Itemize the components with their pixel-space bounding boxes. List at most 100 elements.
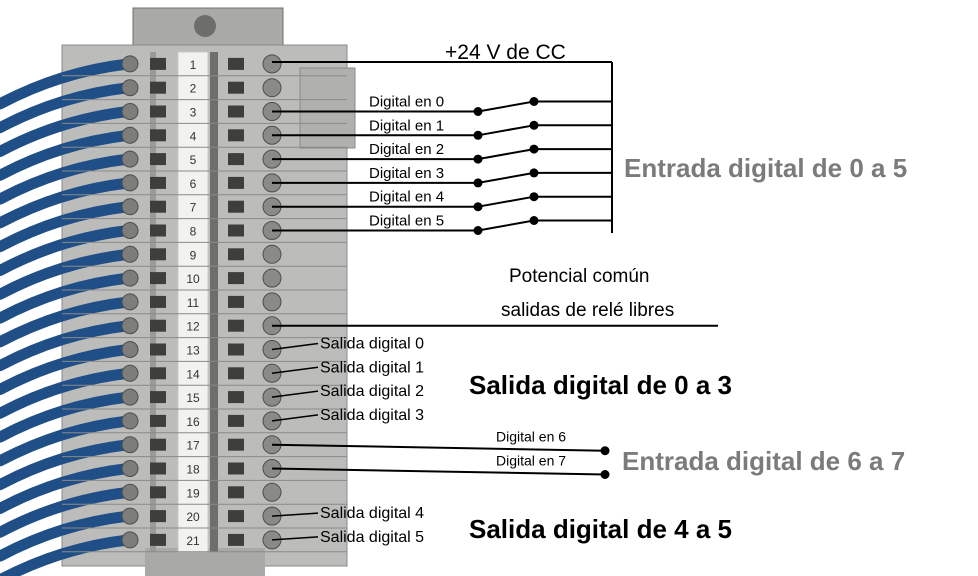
digital-input-label: Digital en 4 (369, 189, 444, 206)
terminal-number: 12 (186, 320, 200, 334)
blue-cable (0, 153, 134, 205)
terminal-number: 16 (186, 415, 200, 429)
terminal-screw-left (121, 55, 139, 73)
digital-input-label: Digital en 5 (369, 213, 444, 230)
terminal-number: 19 (186, 486, 200, 500)
digital-input-label: Digital en 0 (369, 94, 444, 111)
blue-cable (0, 296, 134, 348)
blue-cable (0, 367, 134, 419)
input-contact-dot (600, 470, 610, 479)
terminal-screw-left (121, 126, 139, 144)
terminal-number: 3 (190, 106, 197, 120)
terminal-screw-left (121, 412, 139, 430)
blue-cable (0, 82, 134, 134)
group-label-input-6-7: Entrada digital de 6 a 7 (622, 446, 905, 476)
terminal-screw-left (121, 79, 139, 97)
terminal-screw-left (121, 174, 139, 192)
digital-input-label: Digital en 6 (496, 429, 566, 445)
terminal-screw-left (121, 269, 139, 287)
terminal-screw-left (121, 198, 139, 216)
digital-output-label: Salida digital 4 (320, 505, 424, 522)
supply-label: +24 V de CC (445, 41, 566, 64)
terminal-screw-left (121, 222, 139, 239)
terminal-number: 20 (186, 510, 200, 524)
blue-cable (0, 248, 134, 300)
blue-cable (0, 439, 134, 491)
terminal-screw-right (262, 78, 282, 98)
terminal-screw-left (121, 341, 139, 358)
digital-inputs-0-5: Digital en 0 Digital en 1 Digital en 2 Digi… (272, 94, 612, 235)
terminal-number: 18 (186, 463, 200, 477)
blue-cable (0, 391, 134, 443)
blue-cable (0, 344, 134, 395)
terminal-screw-right (262, 54, 282, 74)
blue-cable (0, 463, 134, 514)
terminal-number: 1 (190, 58, 197, 72)
terminal-screw-left (121, 245, 139, 263)
terminal-screw-left (121, 103, 139, 120)
terminal-number: 11 (187, 296, 200, 310)
terminal-number: 10 (186, 272, 200, 286)
terminal-number: 5 (190, 153, 197, 167)
terminal-screw-left (121, 531, 139, 549)
digital-output-label: Salida digital 3 (320, 407, 424, 424)
blue-cable (0, 106, 134, 157)
digital-input-label: Digital en 2 (369, 141, 444, 158)
blue-cable (0, 415, 134, 467)
terminal-number: 13 (186, 344, 200, 358)
digital-input-label: Digital en 1 (369, 117, 444, 134)
blue-cable (0, 58, 134, 110)
terminal-screw-left (121, 293, 139, 311)
terminal-number: 7 (190, 201, 197, 215)
terminal-number: 14 (186, 367, 200, 381)
blue-cable (0, 320, 134, 372)
terminal-screw-left (121, 507, 139, 525)
terminal-number: 2 (190, 82, 197, 96)
terminal-number: 17 (186, 439, 200, 453)
terminal-number: 21 (186, 534, 200, 548)
terminal-number: 15 (186, 391, 200, 405)
blue-cable (0, 201, 134, 253)
group-label-output-0-3: Salida digital de 0 a 3 (469, 370, 732, 400)
digital-output-label: Salida digital 0 (320, 336, 424, 353)
terminal-screw-left (121, 483, 139, 501)
terminal-screw-left (121, 364, 139, 382)
input-contact-dot (600, 446, 610, 456)
terminal-screw-right (262, 482, 282, 502)
common-label-line2: salidas de relé libres (501, 300, 674, 321)
terminal-screw-left (121, 460, 139, 477)
digital-outputs-0-3: Salida digital 0 Salida digital 1 Salida d… (271, 336, 424, 424)
digital-output-label: Salida digital 2 (320, 383, 424, 400)
common-label-line1: Potencial común (509, 266, 649, 287)
blue-cable (0, 272, 134, 324)
supply-wiring (272, 61, 613, 233)
blue-cable (0, 486, 134, 538)
digital-outputs-4-5: Salida digital 4 Salida digital 5 (271, 505, 424, 546)
terminal-number: 4 (190, 129, 197, 143)
cable-bundle (0, 58, 134, 576)
terminal-screw-left (121, 388, 139, 406)
terminal-screw-left (121, 317, 139, 335)
blue-cable (0, 510, 134, 562)
terminal-screw-left (121, 150, 139, 168)
digital-inputs-6-7: Digital en 6 Digital en 7 (271, 429, 610, 479)
blue-cable (0, 534, 134, 576)
terminal-number: 8 (190, 225, 197, 239)
digital-input-label: Digital en 7 (496, 453, 566, 469)
digital-input-label: Digital en 3 (369, 165, 444, 182)
group-label-input-0-5: Entrada digital de 0 a 5 (624, 153, 907, 183)
digital-output-label: Salida digital 5 (320, 529, 424, 546)
terminal-number: 6 (190, 177, 197, 191)
blue-cable (0, 225, 134, 276)
terminal-block (0, 7, 356, 576)
group-label-output-4-5: Salida digital de 4 a 5 (469, 514, 732, 544)
terminal-screw-left (121, 436, 139, 454)
terminal-screw-right (262, 244, 282, 264)
blue-cable (0, 177, 134, 229)
digital-output-label: Salida digital 1 (320, 359, 424, 376)
terminal-number: 9 (190, 248, 197, 262)
blue-cable (0, 129, 134, 181)
terminal-screw-right (262, 292, 282, 312)
